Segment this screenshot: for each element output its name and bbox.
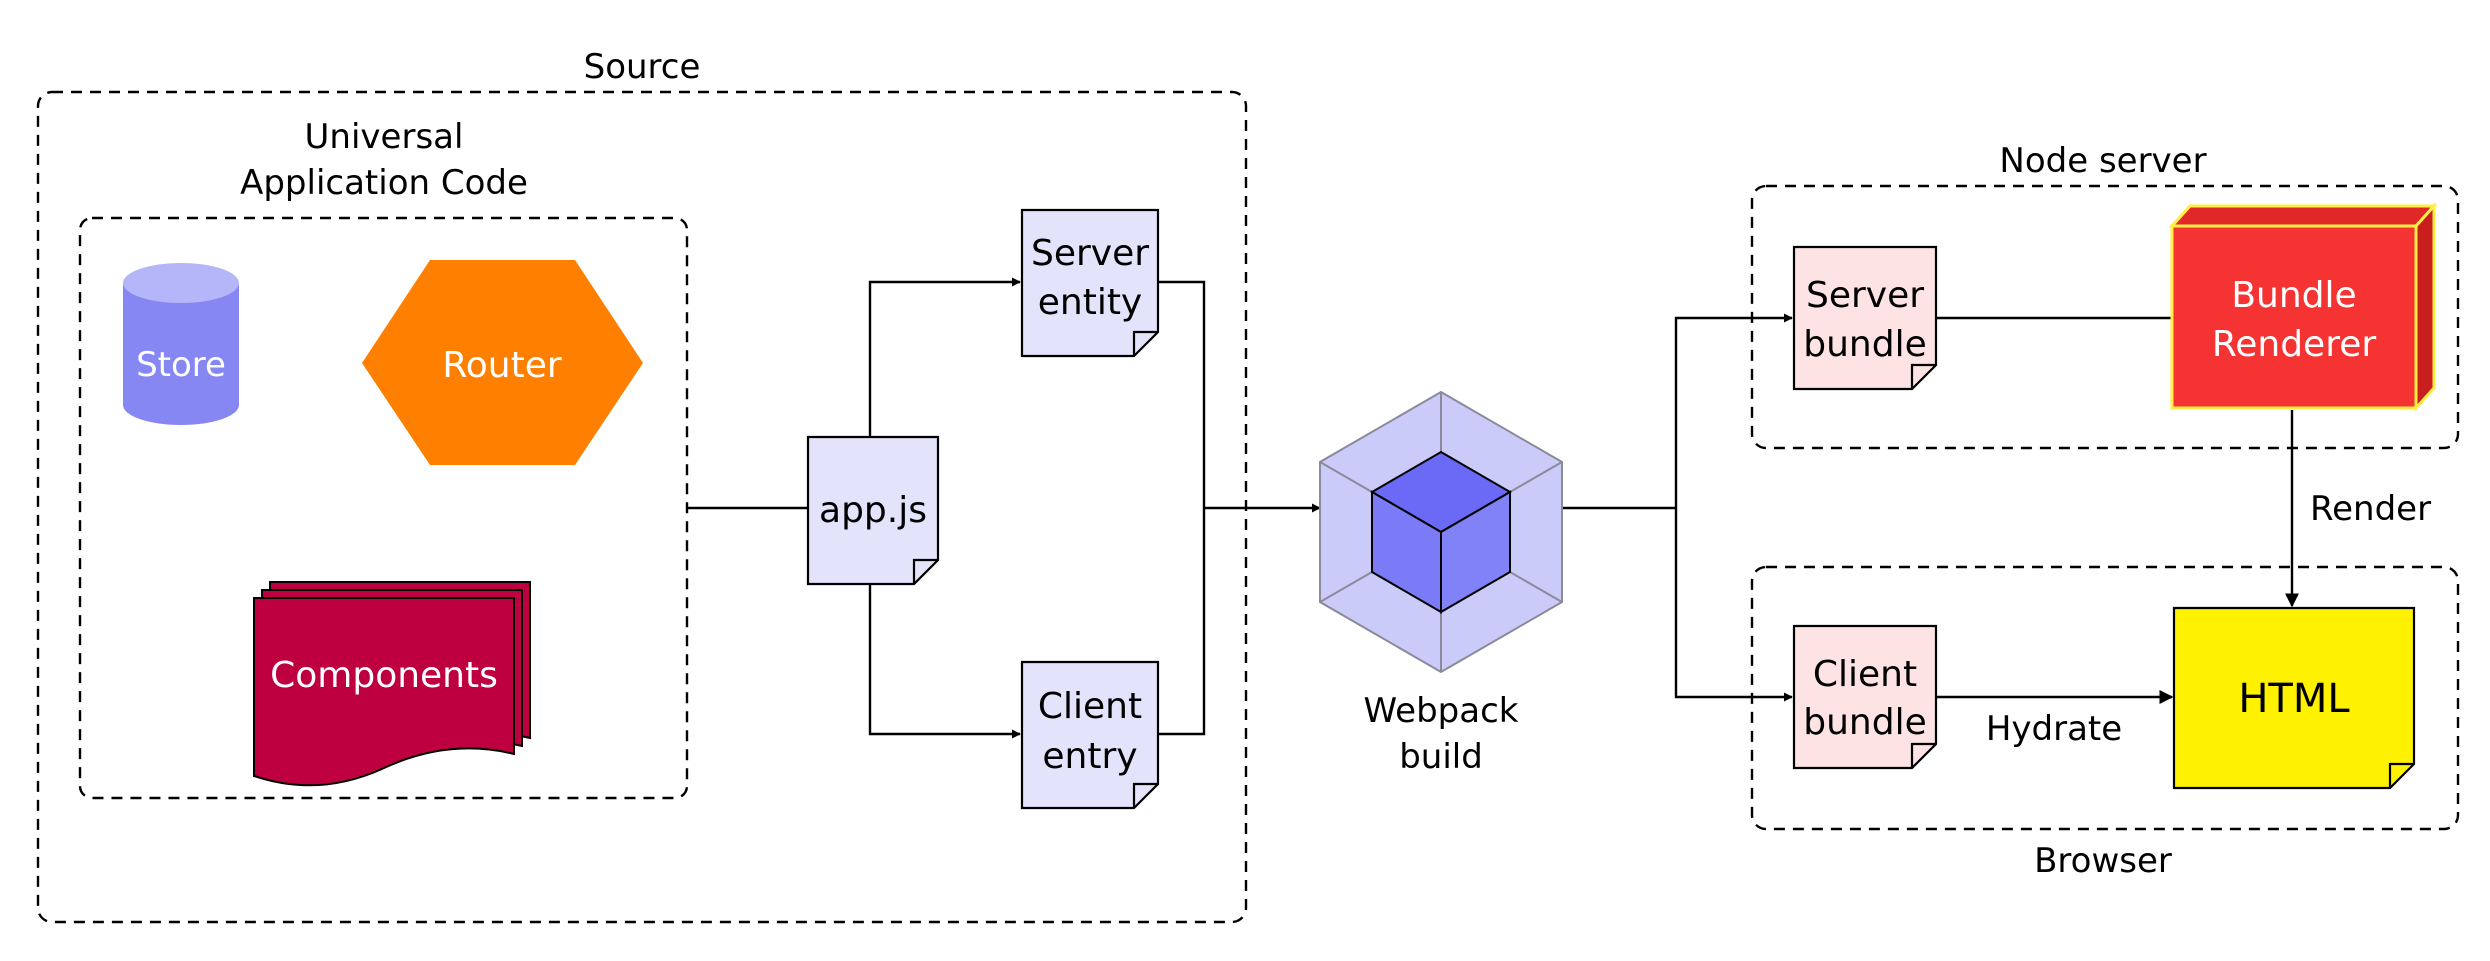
edge-hydrate-label: Hydrate (1986, 709, 2122, 749)
edge-webpack-to-server-bundle (1674, 313, 1793, 508)
webpack-cube-icon (1370, 450, 1512, 614)
edge-server-entity-to-webpack (1158, 280, 1206, 508)
client-entry-label-line1: Client (1038, 686, 1142, 727)
edge-render-label: Render (2310, 489, 2431, 529)
edge-client-entry-to-webpack (1158, 508, 1206, 736)
app-js-node: app.js (806, 435, 940, 586)
html-node: HTML (2172, 606, 2416, 790)
webpack-label-line2: build (1399, 737, 1483, 777)
html-label: HTML (2238, 676, 2350, 722)
client-entry-label-line2: entry (1042, 736, 1137, 777)
components-label: Components (270, 655, 498, 696)
edge-app-to-server-entity (868, 277, 1021, 437)
client-bundle-node: Client bundle (1792, 624, 1938, 770)
browser-group-label: Browser (2034, 841, 2172, 881)
client-entry-node: Client entry (1020, 660, 1160, 810)
store-label: Store (136, 345, 226, 385)
store-cylinder-top (123, 263, 239, 303)
bundle-renderer-label-line1: Bundle (2231, 275, 2356, 316)
server-entity-label-line2: entity (1038, 282, 1143, 323)
node-server-group-label: Node server (1999, 141, 2206, 181)
router-hexagon (362, 260, 643, 465)
universal-group-label-line2: Application Code (240, 163, 528, 203)
server-entity-node: Server entity (1020, 208, 1160, 358)
server-entity-label-line1: Server (1031, 233, 1149, 274)
source-group-label: Source (584, 47, 701, 87)
bundle-renderer-node: Bundle Renderer (2168, 202, 2438, 412)
server-bundle-label-line2: bundle (1803, 324, 1927, 365)
webpack-node: Webpack build (1319, 390, 1563, 777)
universal-group-label-line1: Universal (305, 117, 464, 157)
store-cylinder-body (123, 283, 239, 425)
webpack-label-line1: Webpack (1364, 691, 1519, 731)
edge-webpack-to-client-bundle (1674, 508, 1793, 702)
router-node: Router (362, 260, 643, 465)
client-bundle-label-line2: bundle (1803, 702, 1927, 743)
server-bundle-label-line1: Server (1806, 275, 1924, 316)
app-js-label: app.js (819, 490, 927, 531)
components-node: Components (253, 581, 531, 787)
edge-app-to-client-entry (868, 584, 1021, 739)
client-bundle-label-line1: Client (1813, 654, 1917, 695)
bundle-renderer-label-line2: Renderer (2212, 324, 2377, 365)
store-node: Store (123, 263, 239, 425)
router-label: Router (442, 345, 562, 386)
server-bundle-node: Server bundle (1792, 245, 1938, 391)
